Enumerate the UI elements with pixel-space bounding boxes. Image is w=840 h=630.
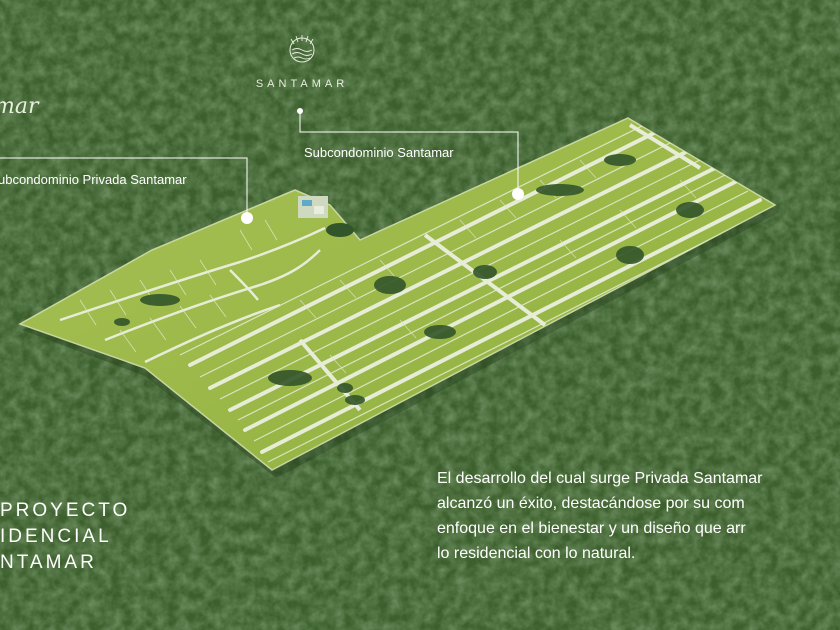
- project-description: El desarrollo del cual surge Privada San…: [437, 466, 763, 566]
- sun-waves-logo-icon: [289, 35, 315, 63]
- tree-clusters: [114, 154, 704, 405]
- brand-name: SANTAMAR: [255, 78, 349, 90]
- callout-santamar: [297, 108, 524, 200]
- brand-script-fragment: mar: [0, 94, 39, 119]
- description-line: lo residencial con lo natural.: [437, 545, 636, 562]
- clubhouse-area: [298, 196, 354, 237]
- development-site: [18, 117, 780, 478]
- project-title-line-3: NTAMAR: [0, 552, 97, 573]
- label-subcondominio-santamar: Subcondominio Santamar: [304, 145, 454, 160]
- label-subcondominio-privada: ubcondominio Privada Santamar: [0, 172, 187, 187]
- description-line: enfoque en el bienestar y un diseño que …: [437, 520, 746, 537]
- project-title-line-2: IDENCIAL: [0, 526, 112, 547]
- project-title-line-1: PROYECTO: [0, 500, 131, 521]
- description-line: alcanzó un éxito, destacándose por su co…: [437, 495, 745, 512]
- description-line: El desarrollo del cual surge Privada San…: [437, 470, 763, 487]
- callout-privada: [0, 157, 253, 224]
